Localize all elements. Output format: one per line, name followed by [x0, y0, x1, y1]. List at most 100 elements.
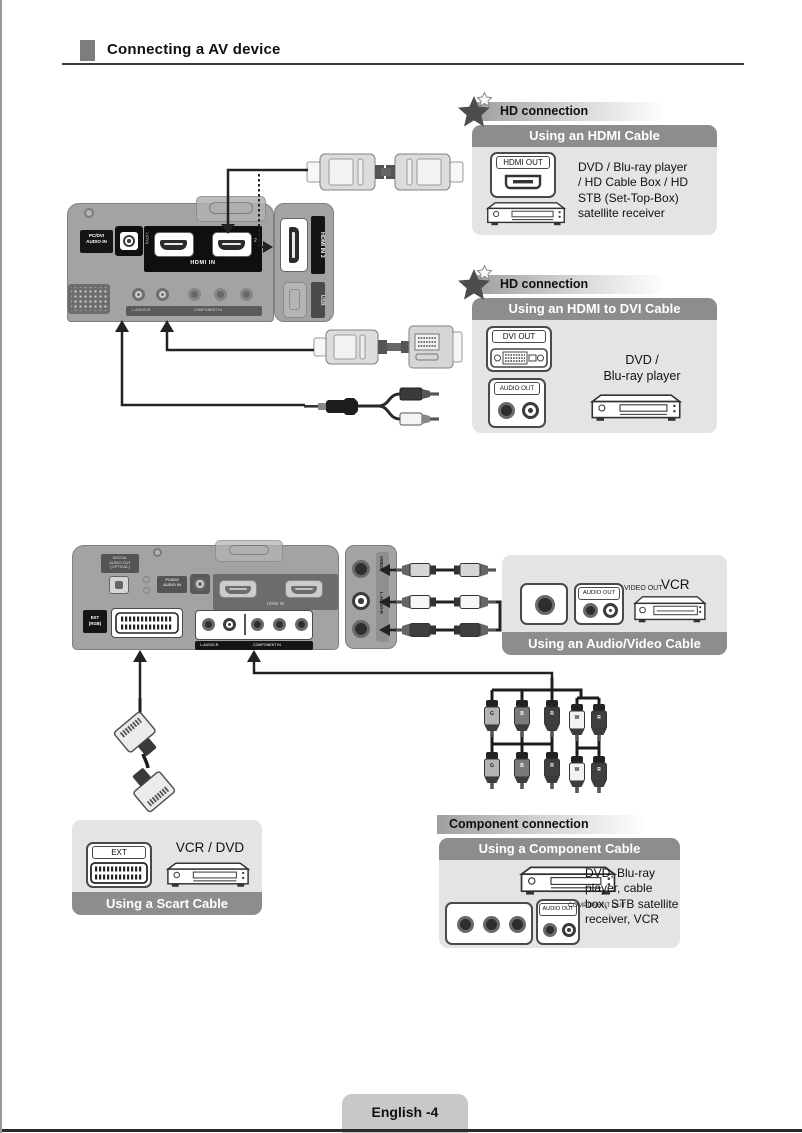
tv-rear-panel-top: PC/DVI AUDIO IN 1 (DVI) 2 HDMI IN — [67, 196, 274, 322]
headphone-icon — [143, 576, 150, 583]
component-out-port — [445, 902, 533, 945]
av-box-title: Using an Audio/Video Cable — [502, 632, 727, 655]
dvi-out-port: DVI OUT — [486, 326, 552, 372]
dvi-box-title: Using an HDMI to DVI Cable — [472, 298, 717, 320]
scart-connector-icon — [115, 612, 179, 634]
hd-connection-bar-1: HD connection — [474, 102, 666, 121]
ext-rgb-label: EXT (RGB) — [83, 610, 107, 633]
audio-cable-icon — [304, 387, 439, 426]
hdmi-to-dvi-cable-icon — [313, 325, 463, 369]
hdmi-box-description: DVD / Blu-ray player / HD Cable Box / HD… — [578, 160, 689, 221]
plug-letter: B — [520, 711, 524, 717]
hd-connection-bar-2: HD connection — [474, 275, 666, 294]
dvi-connector-icon — [490, 348, 548, 368]
audio-lr-label: L-AUDIO-R — [132, 308, 151, 312]
usb-port-grayed — [283, 282, 307, 318]
component-cable-labels: G B R W R G B R W R — [468, 678, 618, 818]
tv-side-panel-av: VIDEO L-AUDIO-R — [345, 545, 397, 649]
scart-box-title: Using a Scart Cable — [72, 892, 262, 915]
dvd-player-icon — [485, 202, 567, 226]
star-icon — [458, 265, 493, 300]
ext-label: EXT — [92, 846, 146, 859]
audio-out-port-component: AUDIO OUT — [536, 899, 580, 945]
component-box-description: DVD, Blu-ray player, cable box, STB sate… — [585, 866, 679, 927]
scart-device-label: VCR / DVD — [175, 840, 245, 855]
component-out-label: COMPONENT OUT — [568, 902, 626, 909]
dvi-out-label: DVI OUT — [492, 330, 546, 343]
audio-lr-label: L-AUDIO-R — [379, 592, 384, 614]
ext-port: EXT — [86, 842, 152, 888]
plug-letter: R — [597, 767, 601, 773]
usb-label: USB — [311, 282, 325, 318]
component-connection-label: Component connection — [449, 817, 589, 831]
audio-out-label-dvi: AUDIO OUT — [494, 382, 540, 395]
plug-letter: G — [490, 711, 494, 717]
hdmi-out-port: HDMI OUT — [490, 152, 556, 198]
video-out-label-av: VIDEO OUT — [624, 585, 663, 592]
dvi-box-description: DVD / Blu-ray player — [603, 353, 681, 383]
hdmi-in-port-2 — [212, 232, 252, 257]
hd-connection-label-1: HD connection — [500, 104, 589, 118]
hdmi-block-grayed: HDMI IN — [213, 574, 338, 610]
audio-lr-label: L-AUDIO-R — [200, 643, 219, 647]
audio-r-jack — [352, 620, 370, 638]
hdmi-port2-label: 2 — [254, 238, 257, 244]
component-box-title: Using a Component Cable — [439, 838, 680, 860]
pc-dvi-audio-in-label: PC/DVI AUDIO IN — [157, 576, 187, 593]
dsub-port-grayed — [68, 284, 110, 314]
pc-dvi-audio-grayed: PC/DVI AUDIO IN — [157, 574, 210, 594]
component-in-strip: L-AUDIO-R COMPONENT IN — [195, 641, 313, 650]
header-rule — [62, 63, 744, 65]
vcr-device-label: VCR — [661, 577, 690, 592]
tv-side-panel-top: HDMI IN 3 USB — [274, 203, 334, 322]
plug-letter: W — [574, 767, 580, 773]
av-rca-cables-icon — [393, 563, 502, 637]
plug-letter: W — [574, 715, 580, 721]
plug-letter: B — [520, 763, 524, 769]
headphone-jack-icon — [143, 587, 150, 594]
tv-rear-panel-bottom: DIGITAL AUDIO OUT (OPTICAL) PC/DVI AUDIO… — [72, 540, 339, 650]
hdmi-cable-icon — [306, 153, 464, 191]
component-connection-bar: Component connection — [437, 815, 647, 834]
dvd-player-icon — [589, 394, 683, 421]
component-av-port-block — [195, 610, 313, 640]
page-number-tab: English -4 — [342, 1094, 468, 1133]
hdmi-port1-label: 1 (DVI) — [145, 232, 149, 245]
audio-out-label-av: AUDIO OUT — [578, 587, 620, 600]
hdmi-slot-icon — [504, 174, 542, 190]
video-in-jack — [352, 560, 370, 578]
hdmi-in-3-label: HDMI IN 3 — [311, 216, 325, 274]
video-out-port — [520, 583, 568, 625]
dvd-player-icon — [518, 866, 618, 895]
ext-scart-port — [111, 608, 183, 638]
scart-cable-icon — [113, 698, 176, 813]
audio-out-port-dvi: AUDIO OUT — [488, 378, 546, 428]
plug-letter: R — [597, 715, 601, 721]
page-title: Connecting a AV device — [107, 41, 281, 58]
dvd-player-icon — [165, 862, 251, 887]
scart-connector-icon — [90, 862, 148, 884]
screw-hole — [153, 548, 162, 557]
plug-letter: R — [550, 711, 554, 717]
hdmi-out-label: HDMI OUT — [496, 156, 550, 169]
section-bullet — [80, 40, 95, 61]
component-row-grayed: L-AUDIO-R COMPONENT IN — [126, 286, 262, 318]
dsub-housing-grayed — [215, 540, 283, 562]
star-icon — [458, 92, 493, 127]
pc-dvi-audio-in-label: PC/DVI AUDIO IN — [80, 230, 113, 253]
component-in-label: COMPONENT IN — [253, 643, 281, 647]
side-label-strip: VIDEO L-AUDIO-R — [376, 552, 389, 642]
hdmi-in-label: HDMI IN — [190, 260, 216, 266]
audio-out-port-av: AUDIO OUT — [574, 583, 624, 625]
audio-out-label-component: AUDIO OUT — [539, 903, 577, 916]
pc-dvi-audio-jack — [115, 226, 143, 256]
plug-letter: G — [490, 763, 494, 769]
screw-hole — [84, 208, 94, 218]
hdmi-box-title: Using an HDMI Cable — [472, 125, 717, 147]
vcr-icon — [633, 596, 707, 623]
hd-connection-label-2: HD connection — [500, 277, 589, 291]
dsub-housing — [196, 196, 266, 222]
hdmi-in-block: 1 (DVI) 2 HDMI IN — [144, 226, 262, 272]
hdmi-in-3-port — [280, 218, 308, 272]
